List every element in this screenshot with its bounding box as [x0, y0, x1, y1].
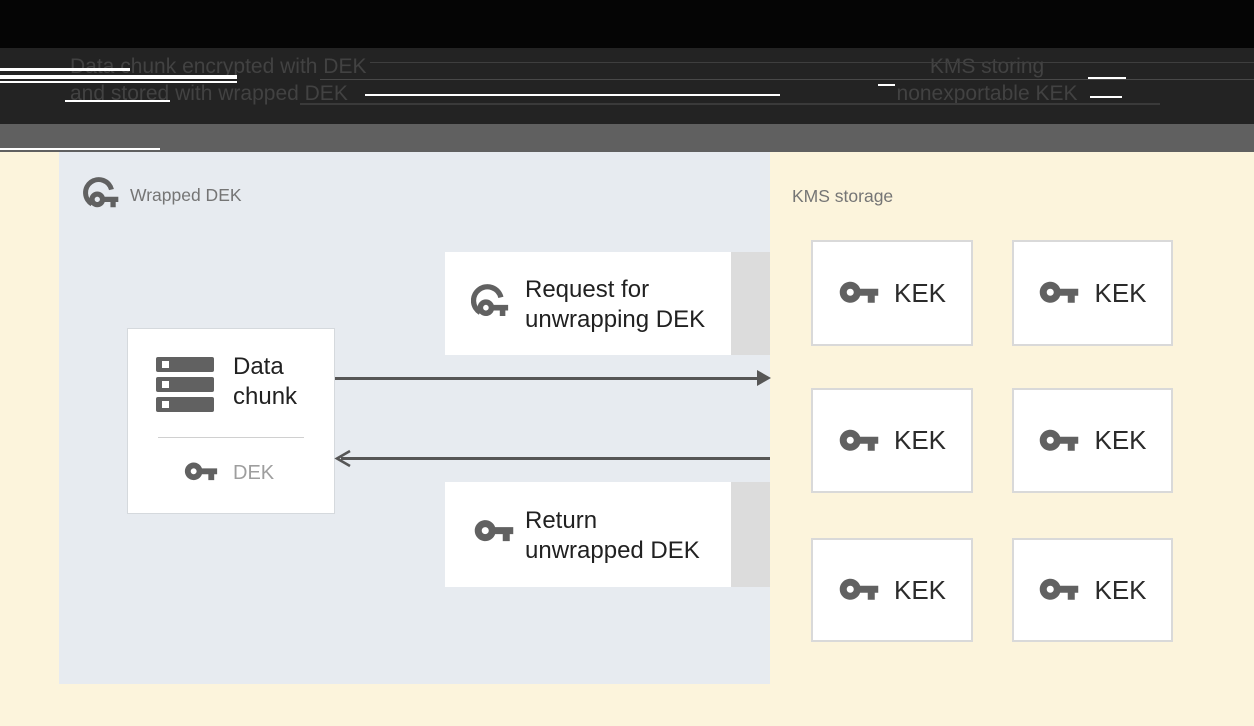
data-chunk-stack-icon	[156, 357, 214, 417]
request-unwrap-text: Request for unwrapping DEK	[525, 276, 706, 333]
return-arrow-line	[341, 457, 770, 460]
return-arrowhead-icon	[334, 449, 351, 468]
header-band: Data chunk encrypted with DEK and stored…	[0, 0, 1254, 124]
glitch-streak	[0, 148, 160, 150]
glitch-streak	[365, 94, 780, 96]
glitch-streak	[320, 79, 1254, 80]
glitch-streak	[0, 68, 130, 71]
glitch-streak	[0, 81, 237, 83]
kek-box: KEK	[811, 538, 973, 642]
data-chunk-box: Data chunk DEK	[127, 328, 335, 514]
kek-box: KEK	[811, 388, 973, 493]
kek-box: KEK	[1012, 538, 1173, 642]
request-unwrap-box: Request for unwrapping DEK	[445, 252, 731, 355]
header-caption-left-line1: Data chunk encrypted with DEK	[70, 55, 367, 78]
glitch-streak	[370, 62, 1254, 63]
kek-label: KEK	[893, 425, 947, 455]
header-caption-left-line2: and stored with wrapped DEK	[70, 82, 348, 105]
kek-box: KEK	[1012, 388, 1173, 493]
kms-storage-label: KMS storage	[792, 186, 894, 206]
wrapped-key-icon	[471, 284, 509, 317]
request-box-tab	[731, 252, 770, 355]
key-icon	[839, 429, 879, 451]
glitch-streak	[300, 103, 1160, 105]
diagram-area: Wrapped DEK Data chunk DEK	[0, 152, 1254, 726]
glitch-streak	[1088, 77, 1126, 79]
return-box-tab	[731, 482, 770, 587]
header-caption-right-line2: nonexportable KEK	[896, 82, 1078, 105]
gray-divider-band	[0, 124, 1254, 152]
key-icon	[184, 462, 218, 481]
key-icon	[839, 578, 879, 600]
key-icon	[1040, 578, 1079, 600]
dek-label: DEK	[233, 462, 275, 484]
wrapped-dek-label: Wrapped DEK	[130, 185, 242, 205]
glitch-streak	[1090, 96, 1122, 98]
return-unwrap-text: Return unwrapped DEK	[525, 507, 700, 564]
return-unwrap-box: Return unwrapped DEK	[445, 482, 731, 587]
glitch-streak	[0, 75, 237, 79]
kek-label: KEK	[1094, 574, 1147, 605]
request-arrowhead-icon	[757, 370, 771, 386]
kek-label: KEK	[1094, 277, 1147, 308]
kek-box: KEK	[811, 240, 973, 346]
header-caption-right: KMS storing nonexportable KEK	[872, 53, 1102, 107]
header-caption-right-line1: KMS storing	[929, 55, 1045, 78]
key-icon	[1040, 429, 1079, 451]
data-chunk-title: Data chunk	[233, 353, 298, 410]
kek-label: KEK	[893, 574, 947, 605]
key-icon	[839, 281, 879, 303]
wrapped-dek-panel: Wrapped DEK Data chunk DEK	[59, 152, 770, 684]
header-caption-left: Data chunk encrypted with DEK and stored…	[70, 53, 366, 107]
kek-box: KEK	[1012, 240, 1173, 346]
wrapped-key-icon	[83, 177, 119, 208]
glitch-streak	[878, 84, 895, 86]
key-icon	[474, 520, 514, 542]
request-arrow-line	[335, 377, 759, 380]
header-top-strip	[0, 0, 1254, 48]
kek-label: KEK	[893, 277, 947, 308]
glitch-streak	[65, 100, 170, 102]
data-chunk-divider	[158, 437, 304, 438]
key-icon	[1040, 281, 1079, 303]
kek-label: KEK	[1094, 425, 1147, 455]
